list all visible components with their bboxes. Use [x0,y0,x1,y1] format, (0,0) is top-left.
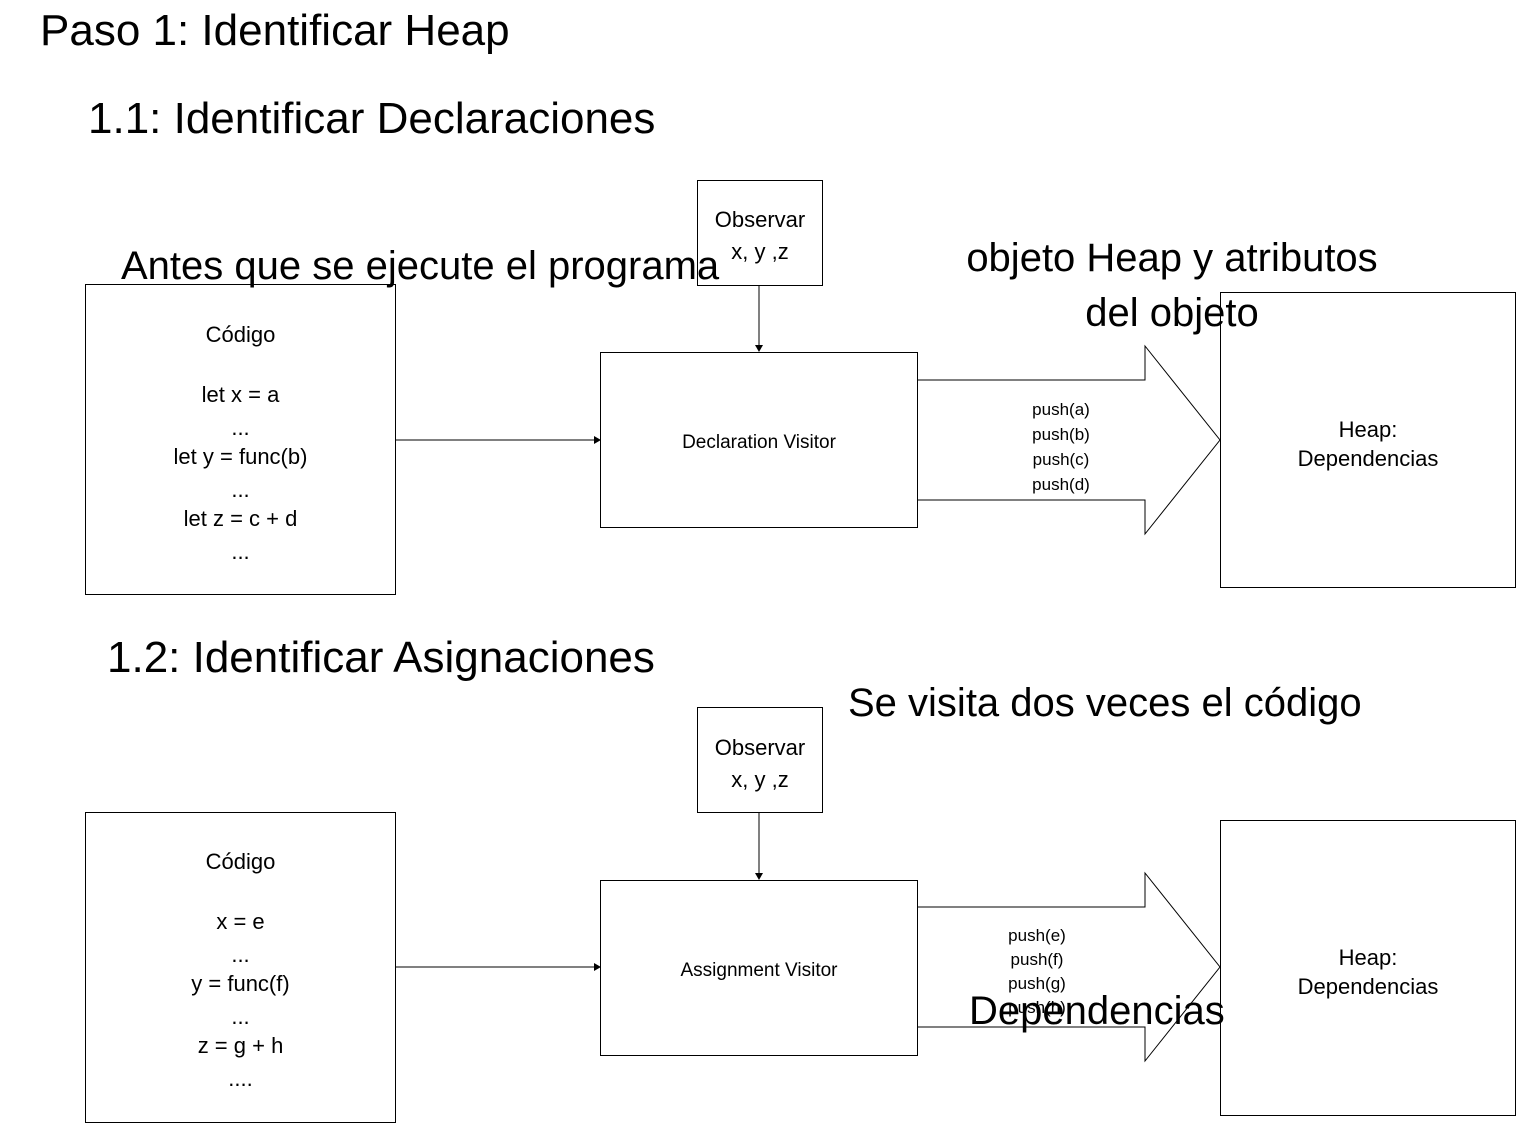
code-line-1-3: let y = func(b) [173,444,308,469]
observe-box-1: Observar x, y ,z [697,180,823,286]
code-line-2-1: x = e [216,909,265,934]
code-line-1-2: ... [231,415,250,440]
code-title-2: Código [205,849,276,874]
assignment-visitor-label: Assignment Visitor [680,960,838,981]
push-item: push(f) [1010,950,1064,969]
note-before-execution: Antes que se ejecute el programa [121,244,720,288]
code-box-1: Código let x = a ... let y = func(b) ...… [85,284,396,595]
code-line-1-6: ... [231,539,250,564]
code-box-2: Código x = e ... y = func(f) ... z = g +… [85,812,396,1123]
big-push-arrow-1 [916,344,1221,536]
note-dependencies: Dependencias [969,989,1225,1033]
push-item: push(g) [1008,974,1066,993]
note-heap-object-2: del objeto [1085,291,1259,335]
note-visits-twice: Se visita dos veces el código [848,681,1362,725]
assignment-visitor-box: Assignment Visitor [600,880,918,1056]
heap-box-2: Heap: Dependencias [1220,820,1516,1116]
code-line-2-3: y = func(f) [191,971,290,996]
code-title-1: Código [205,322,276,347]
code-line-2-5: z = g + h [197,1033,284,1058]
observe-label-2: Observar [714,735,806,760]
push-item: push(h) [1008,998,1066,1017]
note-heap-object-1: objeto Heap y atributos [966,236,1378,280]
section2-title: 1.2: Identificar Asignaciones [107,633,655,682]
push-item: push(d) [1032,475,1090,494]
code-to-visitor-arrowhead-1 [594,436,601,444]
big-push-arrow-2 [916,871,1221,1063]
code-line-1-5: let z = c + d [183,506,298,531]
code-line-1-1: let x = a [201,382,280,407]
push-list-1: push(a) push(b) push(c) push(d) [1000,397,1122,497]
push-item: push(a) [1032,400,1090,419]
push-item: push(b) [1032,425,1090,444]
page-heading: Paso 1: Identificar Heap [40,6,510,55]
push-item: push(e) [1008,926,1066,945]
push-item: push(c) [1032,450,1090,469]
observe-to-visitor-arrowhead-1 [755,345,763,352]
code-line-1-4: ... [231,477,250,502]
code-line-2-2: ... [231,942,250,967]
push-list-2: push(e) push(f) push(g) push(h) [976,924,1098,1020]
observe-to-visitor-arrowhead-2 [755,873,763,880]
observe-vars-1: x, y ,z [731,239,789,264]
code-line-2-6: .... [228,1066,253,1091]
heap-box-1: Heap: Dependencias [1220,292,1516,588]
heap-deps-2: Dependencias [1297,974,1439,999]
heap-deps-1: Dependencias [1297,446,1439,471]
code-to-visitor-arrowhead-2 [594,963,601,971]
declaration-visitor-box: Declaration Visitor [600,352,918,528]
observe-box-2: Observar x, y ,z [697,707,823,813]
section1-title: 1.1: Identificar Declaraciones [88,94,656,143]
code-line-2-4: ... [231,1004,250,1029]
observe-vars-2: x, y ,z [731,767,789,792]
heap-label-1: Heap: [1338,417,1398,442]
heap-label-2: Heap: [1338,945,1398,970]
observe-label-1: Observar [714,207,806,232]
declaration-visitor-label: Declaration Visitor [682,432,836,453]
